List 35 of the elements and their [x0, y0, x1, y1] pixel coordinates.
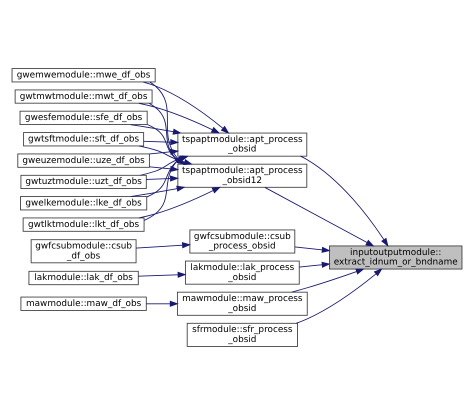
arrow: [296, 268, 383, 324]
arrow: [143, 138, 180, 145]
node-box: tspaptmodule::apt_process _obsid12: [177, 163, 308, 188]
arrow: [138, 102, 220, 134]
arrow: [149, 165, 180, 172]
node-box: gwfcsubmodule::csub _df_obs: [30, 238, 137, 263]
node-box: inputoutputmodule:: extract_idnum_or_bndname: [329, 245, 462, 270]
arrow: [146, 300, 179, 306]
node-box: mawmodule::maw_process _obsid: [176, 291, 308, 316]
node-box: gwtmwtmodule::mwt_df_obs: [14, 88, 153, 104]
arrow: [138, 271, 187, 278]
arrow: [130, 185, 186, 196]
arrow: [138, 186, 221, 218]
arrow: [142, 80, 230, 134]
node-box: gwfcsubmodule::csub _process_obsid: [189, 229, 296, 254]
node-box: lakmodule::lak_process _obsid: [184, 260, 300, 284]
arrow: [294, 246, 331, 252]
node-box: gweuzemodule::uze_df_obs: [17, 152, 150, 168]
node-box: gwtsftmodule::sft_df_obs: [23, 132, 144, 146]
node-box: gwtlktmodule::lkt_df_obs: [22, 217, 145, 232]
node-box: mawmodule::maw_df_obs: [20, 296, 147, 310]
node-box: gwelkemodule::lke_df_obs: [20, 196, 148, 210]
arrow: [264, 186, 375, 246]
node-box: sfrmodule::sfr_process _obsid: [186, 322, 298, 346]
node-box: lakmodule::lak_df_obs: [28, 270, 139, 285]
arrow: [298, 261, 331, 268]
arrow: [130, 124, 182, 134]
node-box: gwtuztmodule::uzt_df_obs: [20, 174, 147, 189]
arrow: [136, 242, 192, 248]
node-box: tspaptmodule::apt_process _obsid: [177, 132, 308, 156]
arrow: [149, 148, 180, 154]
node-box: gwesfemodule::sfe_df_obs: [20, 110, 148, 125]
arrow: [146, 174, 179, 182]
arrow: [300, 155, 389, 246]
node-box: gwemwemodule::mwe_df_obs: [12, 68, 156, 82]
